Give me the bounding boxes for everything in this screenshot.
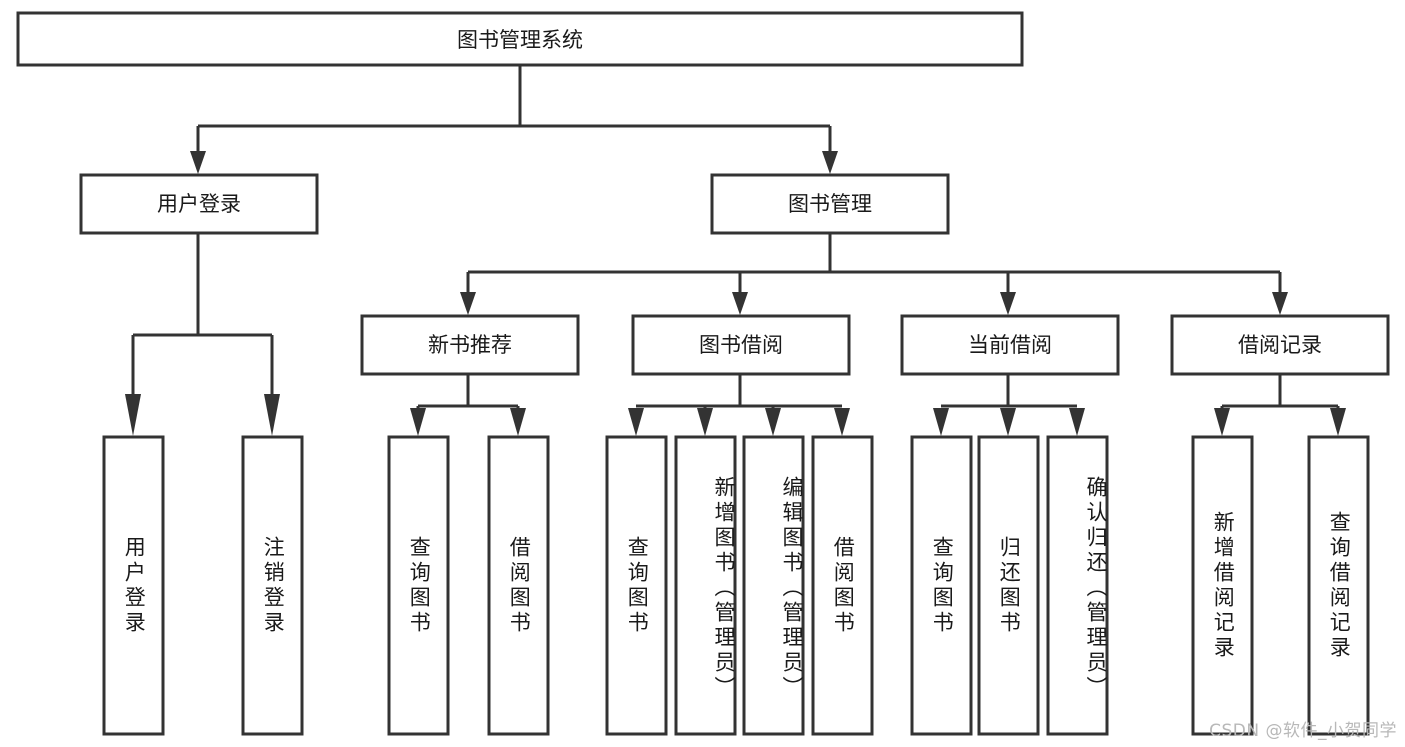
node-root-box[interactable] [16, 11, 1024, 67]
node-root[interactable]: 图书管理系统 [16, 11, 1024, 67]
leaf-boxes-current-borrow [910, 435, 1109, 736]
node-book-manage-label: 图书管理 [788, 192, 872, 216]
leaf-boxes-new-book [387, 435, 550, 736]
node-new-book-recommend[interactable]: 新书推荐 [360, 314, 580, 376]
arrow-head-icon [460, 292, 476, 315]
arrow-head-icon [822, 151, 838, 174]
node-user-login-label: 用户登录 [157, 192, 241, 216]
connector-group-book-borrow [628, 374, 850, 436]
arrow-head-icon [732, 292, 748, 315]
arrow-head-icon [834, 408, 850, 436]
leaf-box-borrow-record-0[interactable] [1191, 435, 1254, 736]
leaf-box-current-borrow-0[interactable] [910, 435, 973, 736]
node-user-login[interactable]: 用户登录 [79, 173, 319, 235]
node-current-borrow-label: 当前借阅 [968, 333, 1052, 357]
node-book-manage-box[interactable] [710, 173, 950, 235]
node-new-book-recommend-box[interactable] [360, 314, 580, 376]
arrow-head-icon [264, 394, 280, 436]
arrow-head-icon [1069, 408, 1085, 436]
node-current-borrow-box[interactable] [900, 314, 1120, 376]
arrow-head-icon [933, 408, 949, 436]
connector-group-new-book [410, 374, 526, 436]
arrow-head-icon [190, 151, 206, 174]
arrow-head-icon [1272, 292, 1288, 315]
node-book-borrow-label: 图书借阅 [699, 333, 783, 357]
arrow-head-icon [1000, 408, 1016, 436]
node-borrow-record-box[interactable] [1170, 314, 1390, 376]
leaf-box-new-book-1[interactable] [487, 435, 550, 736]
connector-group-book-manage [460, 233, 1288, 315]
leaf-box-current-borrow-1[interactable] [977, 435, 1040, 736]
node-borrow-record[interactable]: 借阅记录 [1170, 314, 1390, 376]
leaf-box-book-borrow-2[interactable] [742, 435, 805, 736]
connector-group-borrow-record [1214, 374, 1346, 436]
connector-group-root [190, 66, 838, 174]
node-current-borrow[interactable]: 当前借阅 [900, 314, 1120, 376]
arrow-head-icon [765, 408, 781, 436]
node-user-login-box[interactable] [79, 173, 319, 235]
leaf-box-new-book-0[interactable] [387, 435, 450, 736]
arrow-head-icon [1000, 292, 1016, 315]
node-book-borrow[interactable]: 图书借阅 [631, 314, 851, 376]
arrow-head-icon [510, 408, 526, 436]
leaf-box-book-borrow-0[interactable] [605, 435, 668, 736]
node-root-label: 图书管理系统 [457, 28, 583, 52]
watermark-text: CSDN @软件_小贺同学 [1209, 721, 1397, 741]
node-borrow-record-label: 借阅记录 [1238, 333, 1322, 357]
arrow-head-icon [697, 408, 713, 436]
arrow-head-icon [1214, 408, 1230, 436]
leaf-box-book-borrow-1[interactable] [674, 435, 737, 736]
leaf-boxes-book-borrow [605, 435, 874, 736]
node-new-book-recommend-label: 新书推荐 [428, 333, 512, 357]
node-book-borrow-box[interactable] [631, 314, 851, 376]
arrow-head-icon [628, 408, 644, 436]
leaf-box-current-borrow-2[interactable] [1046, 435, 1109, 736]
leaf-box-book-borrow-3[interactable] [811, 435, 874, 736]
leaf-box-user-login-0[interactable] [102, 435, 165, 736]
node-book-manage[interactable]: 图书管理 [710, 173, 950, 235]
leaf-box-borrow-record-1[interactable] [1307, 435, 1370, 736]
leaf-boxes-user-login [102, 435, 304, 736]
connector-group-current-borrow [933, 374, 1085, 436]
leaf-boxes-borrow-record [1191, 435, 1370, 736]
arrow-head-icon [1330, 408, 1346, 436]
arrow-head-icon [125, 394, 141, 436]
connector-group-user-login [125, 233, 280, 436]
leaf-box-user-login-1[interactable] [241, 435, 304, 736]
arrow-head-icon [410, 408, 426, 436]
